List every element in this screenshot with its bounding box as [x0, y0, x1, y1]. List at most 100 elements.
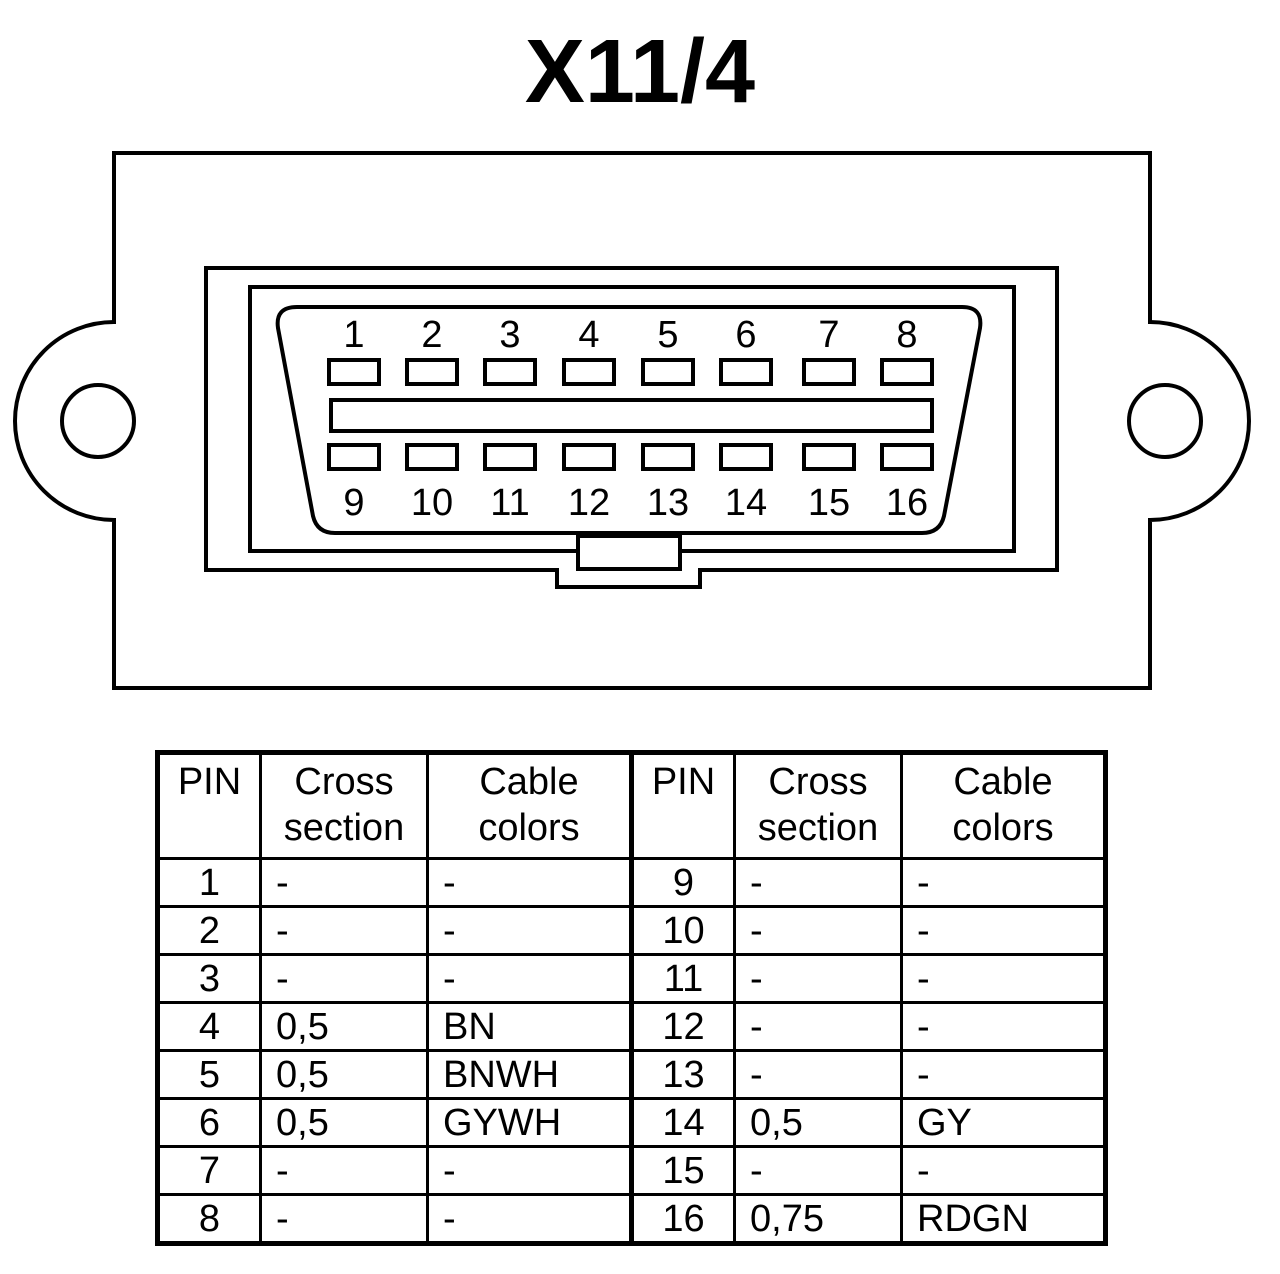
mounting-hole-left [60, 383, 136, 459]
cross-section-cell: 0,5 [259, 1097, 429, 1148]
pin-number-label: 3 [499, 314, 520, 356]
top-contact [802, 358, 856, 386]
bottom-pin-labels: 9 10 11 12 13 14 15 16 [343, 482, 928, 524]
pin-number-label: 14 [725, 482, 767, 524]
top-contact [719, 358, 773, 386]
bottom-contact [802, 443, 856, 471]
top-contact [562, 358, 616, 386]
cross-section-cell: - [733, 1145, 903, 1196]
pin-cell: 6 [156, 1097, 262, 1148]
cable-color-cell: - [900, 1001, 1107, 1052]
table-row: 2--10-- [156, 905, 1107, 956]
cross-section-cell: 0,75 [733, 1193, 903, 1245]
bottom-contact [483, 443, 537, 471]
connector-title: X11/4 [524, 22, 756, 122]
pin-cell: 7 [156, 1145, 262, 1196]
pin-number-label: 7 [818, 314, 839, 356]
cable-color-cell: GYWH [426, 1097, 633, 1148]
pin-number-label: 4 [578, 314, 599, 356]
pin-number-label: 10 [411, 482, 453, 524]
bottom-contact [405, 443, 459, 471]
pin-number-label: 6 [735, 314, 756, 356]
pin-cell: 8 [156, 1193, 262, 1245]
pin-number-label: 8 [896, 314, 917, 356]
cable-color-cell: BN [426, 1001, 633, 1052]
pin-number-label: 16 [886, 482, 928, 524]
cable-color-cell: - [900, 953, 1107, 1004]
cable-color-cell: - [900, 1049, 1107, 1100]
pin-number-label: 9 [343, 482, 364, 524]
connector-flange [13, 151, 1251, 690]
top-contact [327, 358, 381, 386]
bottom-contact [641, 443, 695, 471]
top-pin-labels: 1 2 3 4 5 6 7 8 [343, 314, 917, 356]
pin-cell: 11 [629, 953, 736, 1004]
cross-section-cell: - [259, 953, 429, 1004]
bottom-contact-row [327, 443, 934, 471]
cable-color-cell: - [900, 1145, 1107, 1196]
pin-cell: 12 [629, 1001, 736, 1052]
bottom-contact [880, 443, 934, 471]
pin-number-label: 13 [647, 482, 689, 524]
top-contact [880, 358, 934, 386]
table-row: 3--11-- [156, 953, 1107, 1004]
cross-section-cell: - [259, 905, 429, 956]
bottom-contact [719, 443, 773, 471]
top-contact [641, 358, 695, 386]
cross-section-cell: - [733, 857, 903, 908]
header-pin: PIN [629, 751, 736, 860]
pin-cell: 3 [156, 953, 262, 1004]
top-contact [405, 358, 459, 386]
mounting-hole-right [1127, 383, 1203, 459]
cable-color-cell: GY [900, 1097, 1107, 1148]
pin-cell: 13 [629, 1049, 736, 1100]
cross-section-cell: - [259, 1193, 429, 1245]
pin-cell: 15 [629, 1145, 736, 1196]
cable-color-cell: BNWH [426, 1049, 633, 1100]
cross-section-cell: - [259, 857, 429, 908]
cross-section-cell: 0,5 [259, 1001, 429, 1052]
bottom-contact [562, 443, 616, 471]
cable-color-cell: - [426, 857, 633, 908]
cable-color-cell: - [426, 1145, 633, 1196]
pin-cell: 2 [156, 905, 262, 956]
cable-color-cell: - [900, 905, 1107, 956]
pin-number-label: 5 [657, 314, 678, 356]
top-contact-row [327, 358, 934, 386]
socket-face [275, 305, 983, 535]
bottom-contact [327, 443, 381, 471]
cross-section-cell: - [733, 905, 903, 956]
connector-latch [576, 534, 682, 571]
pin-number-label: 11 [490, 482, 529, 524]
cable-color-cell: RDGN [900, 1193, 1107, 1245]
cable-color-cell: - [426, 953, 633, 1004]
pin-cell: 9 [629, 857, 736, 908]
pin-number-label: 15 [808, 482, 850, 524]
cable-color-cell: - [900, 857, 1107, 908]
pin-cell: 4 [156, 1001, 262, 1052]
table-row: 1--9-- [156, 857, 1107, 908]
pin-cell: 10 [629, 905, 736, 956]
cable-color-cell: - [426, 1193, 633, 1245]
cross-section-cell: - [259, 1145, 429, 1196]
cross-section-cell: 0,5 [733, 1097, 903, 1148]
pin-cell: 1 [156, 857, 262, 908]
top-contact [483, 358, 537, 386]
cross-section-cell: - [733, 953, 903, 1004]
pin-cell: 14 [629, 1097, 736, 1148]
pin-number-label: 12 [568, 482, 610, 524]
pin-number-label: 2 [421, 314, 442, 356]
pin-number-label: 1 [343, 314, 364, 356]
header-pin: PIN [156, 751, 262, 860]
